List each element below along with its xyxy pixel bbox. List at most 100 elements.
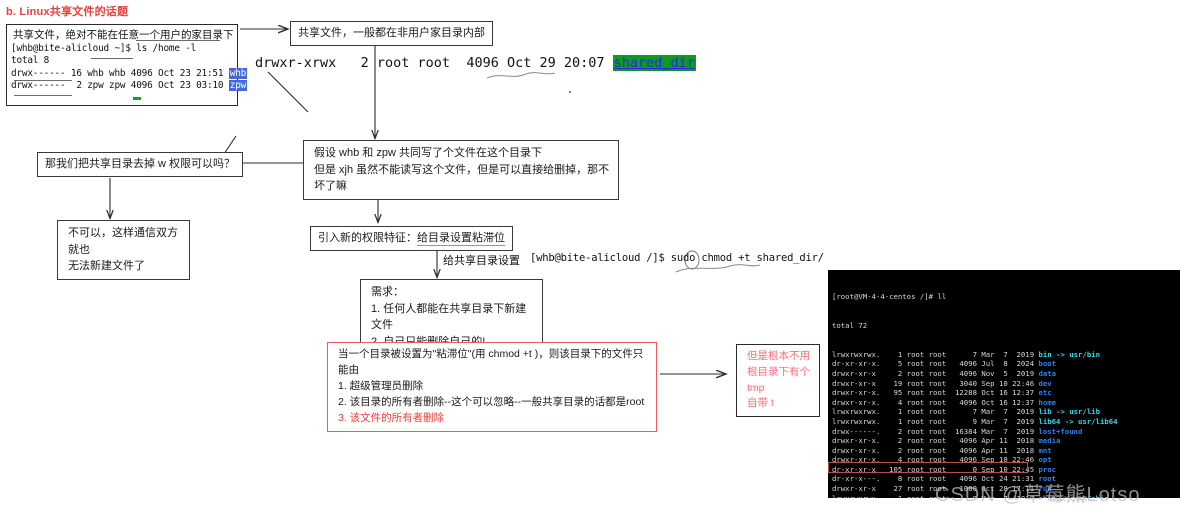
row-meta: lrwxrwxrwx. 1 root root 7 Mar 7 2019 <box>832 349 1039 359</box>
row-filename: home <box>1038 397 1057 407</box>
row-filename: media <box>1038 436 1061 446</box>
assume-line-1: 假设 whb 和 zpw 共同写了个文件在这个目录下 <box>314 147 542 159</box>
perm-underline-2 <box>14 95 72 96</box>
terminal-total: total 72 <box>832 320 868 330</box>
home-path-underline <box>91 58 133 59</box>
home-listing-screenshot: 共享文件，绝对不能在任意一个用户的家目录下 [whb@bite-alicloud… <box>6 24 248 106</box>
row-filename: lib64 <box>1038 416 1061 426</box>
shot-row-whb-pre: drwx------ 16 whb whb 4096 Oct 23 21:51 <box>11 67 229 79</box>
box-remove-w-question: 那我们把共享目录去掉 w 权限可以吗？ <box>37 152 244 177</box>
row-meta: drwxr-xr-x. 2 root root 4096 Apr 11 2018 <box>832 445 1039 455</box>
row-meta: drwxr-xr-x. 4 root root 4096 Oct 16 12:3… <box>832 397 1039 407</box>
terminal-prompt: [root@VM-4-4-centos /]# ll <box>832 292 947 302</box>
root-listing-terminal[interactable]: [root@VM-4-4-centos /]# ll total 72 lrwx… <box>828 270 1180 498</box>
table-row: lrwxrwxrwx. 1 root root 8 Mar 7 2019 sbi… <box>832 494 1180 498</box>
box-remove-w-answer: 不可以，这样通信双方就也 无法新建文件了 <box>57 220 190 280</box>
table-row: dr-xr-xr-x. 5 root root 4096 Jul 8 2024 … <box>832 359 1180 369</box>
require-head: 需求： <box>371 286 404 298</box>
watermark: CSDN @草莓熊Lotso <box>935 484 1141 506</box>
row-filename: sbin <box>1038 494 1056 498</box>
answer-line-2: 无法新建文件了 <box>68 260 145 272</box>
row-meta: dr-xr-xr-x 105 root root 0 Sep 10 22:45 <box>832 464 1039 474</box>
perm-underline-1 <box>14 80 72 81</box>
row-filename: bin <box>1038 349 1052 359</box>
row-filename: data <box>1038 368 1057 378</box>
row-symlink-target: -> usr/lib64 <box>1060 416 1118 426</box>
tmp-line-2: 根目录下有个tmp <box>747 365 810 394</box>
row-meta: drwx------. 2 root root 16384 Mar 7 2019 <box>832 426 1039 436</box>
table-row: drwxr-xr-x 19 root root 3040 Sep 10 22:4… <box>832 379 1180 389</box>
feature-underlined: 给目录设置粘滞位 <box>417 232 505 246</box>
table-row: drwxr-xr-x. 2 root root 4096 Apr 11 2018… <box>832 436 1180 446</box>
shot-row-zpw-pre: drwx------ 2 zpw zpw 4096 Oct 23 03:10 <box>11 80 229 92</box>
table-row: drwxr-xr-x. 4 root root 4096 Sep 10 22:4… <box>832 455 1180 465</box>
row-filename: root <box>1038 474 1057 484</box>
watermark-small: @51CTO博客 <box>1050 497 1088 503</box>
row-meta: drwxr-xr-x 2 root root 4096 Nov 5 2019 <box>832 368 1039 378</box>
table-row: lrwxrwxrwx. 1 root root 9 Mar 7 2019 lib… <box>832 417 1180 427</box>
row-symlink-target: -> usr/bin <box>1051 349 1100 359</box>
box-tmp-note: 但是根本不用 根目录下有个tmp 自带 t <box>736 344 820 417</box>
tmp-line-1: 但是根本不用 <box>747 350 810 362</box>
shot-row-whb-name: whb <box>228 67 248 79</box>
perm-line-prefix: drwxr-xrwx 2 root root 4096 Oct 29 20:07 <box>255 55 613 71</box>
row-filename: lost+found <box>1038 426 1083 436</box>
table-row: drwxr-xr-x 27 root root 1000 Oct 28 17:1… <box>832 484 1180 494</box>
table-row: lrwxrwxrwx. 1 root root 7 Mar 7 2019 bin… <box>832 350 1180 360</box>
shot-row-zpw: drwx------ 2 zpw zpw 4096 Oct 23 03:10 z… <box>7 80 248 92</box>
table-row: lrwxrwxrwx. 1 root root 7 Mar 7 2019 lib… <box>832 407 1180 417</box>
green-cursor-marker <box>133 97 141 100</box>
chmod-command: [whb@bite-alicloud /]$ sudo chmod +t sha… <box>530 252 824 264</box>
tmp-line-3: 自带 t <box>747 397 774 410</box>
feature-prefix: 引入新的权限特征： <box>318 232 417 244</box>
row-meta: dr-xr-xr-x. 5 root root 4096 Jul 8 2024 <box>832 359 1039 369</box>
table-row: drwxr-xr-x 2 root root 4096 Nov 5 2019 d… <box>832 369 1180 379</box>
row-filename: opt <box>1038 455 1052 465</box>
box-sticky-bit-rules: 当一个目录被设置为"粘滞位"(用 chmod +t )，则该目录下的文件只能由 … <box>327 342 657 432</box>
table-row: drwxr-xr-x. 2 root root 4096 Apr 11 2018… <box>832 446 1180 456</box>
row-meta: drwxr-xr-x 19 root root 3040 Sep 10 22:4… <box>832 378 1039 388</box>
row-filename: run <box>1038 484 1052 494</box>
row-symlink-target: -> usr/sbin <box>1056 494 1108 498</box>
shot-total-line: total 8 <box>11 55 50 67</box>
require-item-1: 1. 任何人都能在共享目录下新建文件 <box>371 302 527 332</box>
terminal-rows: lrwxrwxrwx. 1 root root 7 Mar 7 2019 bin… <box>832 350 1180 498</box>
shared-dir-name: shared_dir <box>612 55 696 71</box>
row-filename: dev <box>1038 378 1052 388</box>
row-meta: drwxr-xr-x. 95 root root 12288 Oct 16 12… <box>832 388 1039 398</box>
row-filename: etc <box>1038 388 1052 398</box>
caption-underline <box>136 40 220 41</box>
row-meta: drwxr-xr-x. 2 root root 4096 Apr 11 2018 <box>832 436 1039 446</box>
table-row: drwxr-xr-x. 4 root root 4096 Oct 16 12:3… <box>832 398 1180 408</box>
row-meta: drwxr-xr-x 27 root root 1000 Oct 28 17:1… <box>832 484 1039 494</box>
row-filename: proc <box>1038 464 1057 474</box>
note-share-location: 共享文件，一般都在非用户家目录内部 <box>290 21 493 46</box>
row-meta: lrwxrwxrwx. 1 root root 9 Mar 7 2019 <box>832 416 1039 426</box>
page-title: b. Linux共享文件的话题 <box>6 6 129 18</box>
sticky-head: 当一个目录被设置为"粘滞位"(用 chmod +t )，则该目录下的文件只能由 <box>338 348 644 376</box>
table-row: dr-xr-xr-x 105 root root 0 Sep 10 22:45 … <box>832 465 1180 475</box>
table-row: drwxr-xr-x. 95 root root 12288 Oct 16 12… <box>832 388 1180 398</box>
row-meta: lrwxrwxrwx. 1 root root 8 Mar 7 2019 <box>832 494 1038 498</box>
cmd-label: 给共享目录设置 <box>443 255 520 267</box>
sticky-item-3: 3. 该文件的所有者删除 <box>338 411 445 424</box>
row-filename: mnt <box>1038 445 1052 455</box>
shot-prompt-line: [whb@bite-alicloud ~]$ ls /home -l <box>11 43 197 54</box>
box-sticky-bit-feature: 引入新的权限特征：给目录设置粘滞位 <box>310 226 513 251</box>
sticky-item-2: 2. 该目录的所有者删除--这个可以忽略--一般共享目录的话都是root <box>338 395 645 408</box>
row-meta: dr-xr-x---. 8 root root 4096 Oct 24 21:3… <box>832 474 1039 484</box>
shot-row-whb: drwx------ 16 whb whb 4096 Oct 23 21:51 … <box>7 67 248 80</box>
shared-dir-perm-line: drwxr-xrwx 2 root root 4096 Oct 29 20:07… <box>255 55 696 71</box>
shot-caption: 共享文件，绝对不能在任意一个用户的家目录下 <box>13 29 234 41</box>
answer-line-1: 不可以，这样通信双方就也 <box>68 227 178 256</box>
assume-line-2: 但是 xjh 虽然不能读写这个文件，但是可以直接给删掉，那不坏了嘛 <box>314 163 610 193</box>
row-meta: lrwxrwxrwx. 1 root root 7 Mar 7 2019 <box>832 407 1039 417</box>
table-row: dr-xr-x---. 8 root root 4096 Oct 24 21:3… <box>832 474 1180 484</box>
row-filename: lib <box>1038 407 1052 417</box>
row-filename: boot <box>1038 359 1057 369</box>
row-symlink-target: -> usr/lib <box>1051 407 1100 417</box>
row-meta: drwxr-xr-x. 4 root root 4096 Sep 10 22:4… <box>832 455 1039 465</box>
sticky-item-1: 1. 超级管理员删除 <box>338 379 424 392</box>
shot-row-zpw-name: zpw <box>228 80 248 92</box>
